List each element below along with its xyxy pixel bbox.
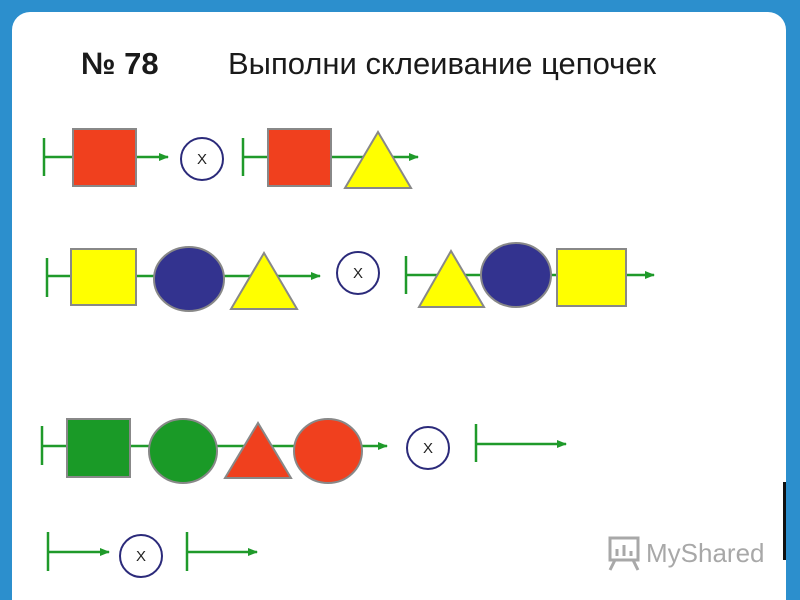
red-square bbox=[72, 128, 137, 187]
task-number: № 78 bbox=[81, 46, 159, 81]
chain-3-left bbox=[40, 418, 388, 484]
yellow-square bbox=[70, 248, 137, 306]
presentation-board-icon bbox=[608, 536, 640, 571]
yellow-triangle bbox=[229, 251, 299, 310]
navy-circle bbox=[153, 246, 225, 312]
operator-2: X bbox=[336, 251, 380, 295]
operator-3: X bbox=[406, 426, 450, 470]
slide: № 78 Выполни склеивание цепочек bbox=[12, 12, 786, 600]
red-circle bbox=[293, 418, 363, 484]
navy-circle bbox=[480, 242, 552, 308]
operator-label: X bbox=[353, 265, 363, 282]
operator-4: X bbox=[119, 534, 163, 578]
operator-label: X bbox=[423, 440, 433, 457]
chain-4-left bbox=[46, 532, 110, 571]
chain-2-right bbox=[404, 242, 655, 308]
task-title: Выполни склеивание цепочек bbox=[228, 46, 657, 81]
chain-4-right bbox=[185, 532, 258, 571]
slide-title: № 78 Выполни склеивание цепочек bbox=[12, 46, 786, 94]
chain-2-left bbox=[45, 246, 321, 312]
operator-circle bbox=[180, 137, 224, 181]
watermark-text: MyShared bbox=[646, 538, 765, 568]
green-square bbox=[66, 418, 131, 478]
vertical-divider bbox=[783, 482, 786, 560]
chain-3-right bbox=[474, 424, 567, 462]
yellow-square bbox=[556, 248, 627, 307]
operator-circle bbox=[119, 534, 163, 578]
yellow-triangle bbox=[343, 130, 413, 189]
operator-label: X bbox=[136, 548, 146, 565]
chain-1-left bbox=[42, 128, 169, 187]
yellow-triangle bbox=[417, 249, 486, 308]
red-triangle bbox=[223, 421, 293, 479]
green-circle bbox=[148, 418, 218, 484]
chain-1-right bbox=[241, 128, 419, 189]
watermark: MyShared bbox=[608, 536, 765, 571]
operator-label: X bbox=[197, 151, 207, 168]
red-square bbox=[267, 128, 332, 187]
operator-circle bbox=[336, 251, 380, 295]
operator-1: X bbox=[180, 137, 224, 181]
operator-circle bbox=[406, 426, 450, 470]
